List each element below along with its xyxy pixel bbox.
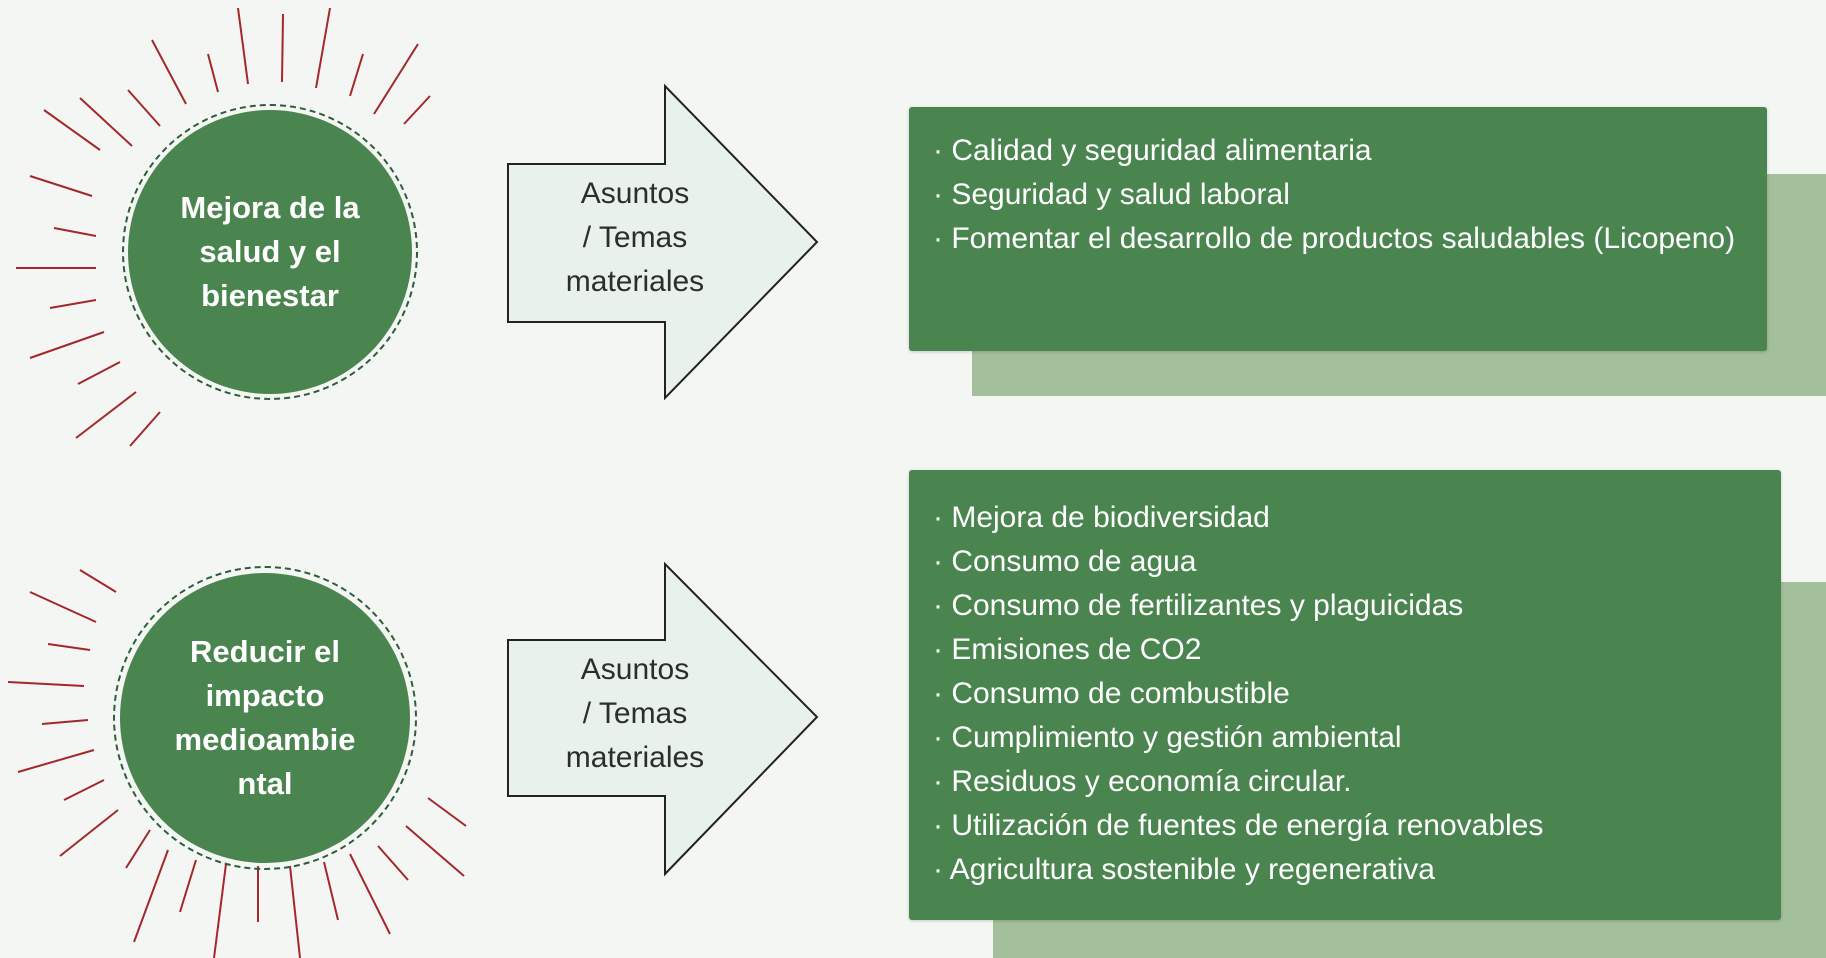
list-item: · Consumo de fertilizantes y plaguicidas bbox=[933, 589, 1464, 622]
list-item: · Utilización de fuentes de energía reno… bbox=[933, 809, 1544, 842]
arrow-label-1: Asuntos / Temas materiales bbox=[565, 177, 705, 298]
focus-area-title-2: Reducir el impacto medioambie ntal bbox=[174, 634, 356, 801]
list-item: · Emisiones de CO2 bbox=[933, 633, 1202, 666]
list-item: · Cumplimiento y gestión ambiental bbox=[933, 721, 1402, 754]
list-item: · Calidad y seguridad alimentaria bbox=[933, 134, 1372, 167]
focus-area-circle-2: Reducir el impacto medioambie ntal bbox=[120, 573, 410, 863]
arrow-shape-2 bbox=[507, 561, 819, 877]
list-item: · Mejora de biodiversidad bbox=[933, 501, 1270, 534]
list-item: · Agricultura sostenible y regenerativa bbox=[933, 853, 1435, 886]
list-item: · Seguridad y salud laboral bbox=[933, 178, 1290, 211]
arrow-shape-1 bbox=[507, 83, 819, 401]
list-item: · Consumo de combustible bbox=[933, 677, 1290, 710]
topic-row-environment: Reducir el impacto medioambie ntal Asunt… bbox=[0, 470, 1826, 958]
sunburst-rays-2 bbox=[7, 569, 467, 958]
topic-row-health: Mejora de la salud y el bienestar Asunto… bbox=[0, 0, 1826, 447]
topics-box-2: · Mejora de biodiversidad · Consumo de a… bbox=[909, 470, 1781, 920]
circle-outline-1 bbox=[122, 104, 418, 400]
arrow-label-2: Asuntos / Temas materiales bbox=[565, 653, 705, 774]
focus-area-circle-1: Mejora de la salud y el bienestar bbox=[128, 110, 412, 394]
list-item: · Fomentar el desarrollo de productos sa… bbox=[933, 222, 1736, 255]
topics-box-1: · Calidad y seguridad alimentaria · Segu… bbox=[909, 107, 1767, 351]
list-item: · Consumo de agua bbox=[933, 545, 1197, 578]
circle-outline-2 bbox=[113, 566, 417, 870]
focus-area-title-1: Mejora de la salud y el bienestar bbox=[180, 190, 360, 313]
list-item: · Residuos y economía circular. bbox=[933, 765, 1352, 798]
arrow-1: Asuntos / Temas materiales bbox=[505, 83, 825, 401]
sunburst-rays-1 bbox=[16, 7, 431, 447]
arrow-2: Asuntos / Temas materiales bbox=[505, 561, 825, 878]
